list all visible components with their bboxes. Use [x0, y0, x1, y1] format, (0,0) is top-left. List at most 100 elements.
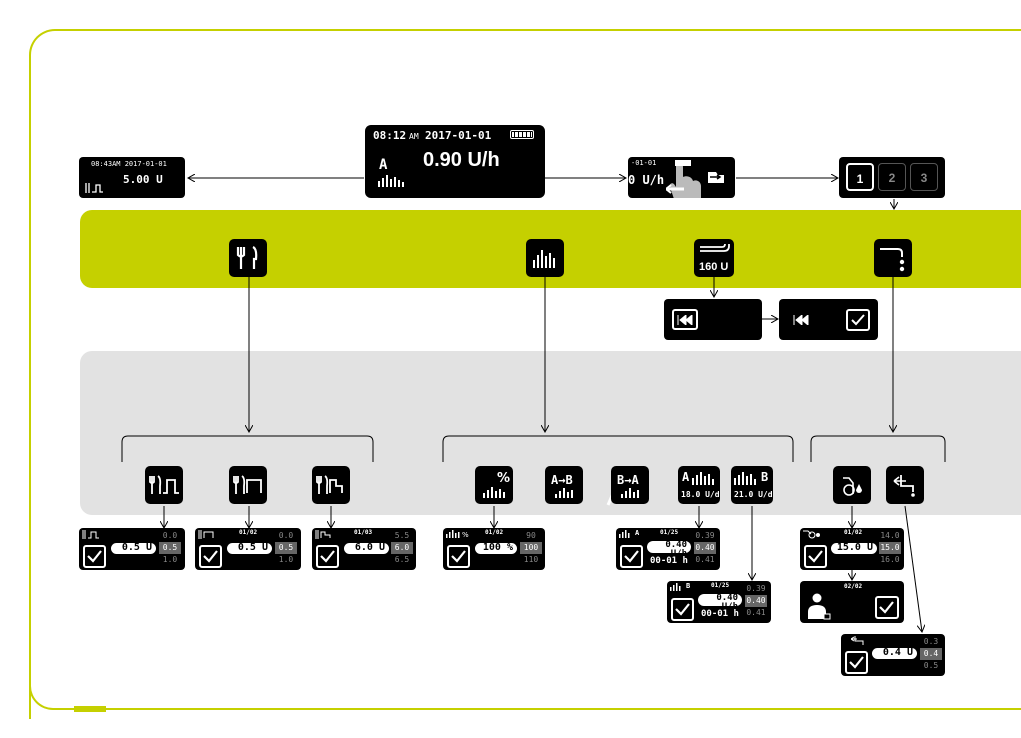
fill-cannula-icon[interactable] — [833, 466, 871, 504]
temp-basal-icon[interactable]: % — [475, 466, 513, 504]
basal-a-screen-profile: A — [635, 529, 640, 537]
option-selected[interactable]: 15.0 — [879, 542, 901, 554]
basal-a-profile-icon[interactable]: A 18.0 U/d — [678, 466, 720, 504]
finger-swipe-icon — [666, 162, 701, 198]
key-2[interactable]: 2 — [878, 163, 906, 191]
option-selected[interactable]: 6.0 — [391, 542, 413, 554]
extended-bolus-screen: 01/02 0.5 U 0.0 0.5 1.0 — [195, 528, 301, 570]
option-selected[interactable]: 0.40 — [694, 542, 716, 554]
option[interactable]: 0.0 — [162, 531, 178, 540]
key-3[interactable]: 3 — [910, 163, 938, 191]
basal-a-mini-icon — [619, 530, 630, 538]
standard-bolus-icon[interactable] — [145, 466, 183, 504]
extended-bolus-options[interactable]: 0.0 0.5 1.0 — [275, 530, 297, 566]
rewind-icon-2 — [793, 315, 809, 325]
bolus-menu-icon[interactable] — [229, 239, 267, 277]
basal-a-rate[interactable]: 0.40 U/h — [647, 541, 691, 559]
fill-cannula-confirm[interactable] — [804, 545, 827, 568]
multiwave-bolus-icon[interactable] — [312, 466, 350, 504]
temp-basal-options[interactable]: 90 100 110 — [520, 530, 542, 566]
bolus-status-screen: 08:43AM 2017-01-01 5.00 U — [79, 157, 185, 198]
basal-b-mini-icon — [670, 583, 681, 591]
temp-basal-confirm[interactable] — [447, 545, 470, 568]
a-to-b-label: A→B — [551, 473, 573, 487]
basal-a-range: 00-01 h — [650, 556, 688, 566]
basal-b-options[interactable]: 0.39 0.40 0.41 — [745, 583, 767, 619]
standard-bolus-mini-icon — [82, 530, 99, 539]
option-selected[interactable]: 0.5 — [159, 542, 181, 554]
option[interactable]: 0.41 — [746, 608, 766, 617]
temp-basal-value[interactable]: 100 % — [475, 543, 517, 554]
basal-menu-icon[interactable] — [526, 239, 564, 277]
standard-bolus-confirm[interactable] — [83, 545, 106, 568]
multiwave-bolus-confirm[interactable] — [316, 545, 339, 568]
basal-b-confirm[interactable] — [671, 598, 694, 621]
option[interactable]: 1.0 — [278, 555, 294, 564]
battery-icon — [510, 130, 534, 139]
b-to-a-label: B→A — [617, 473, 639, 487]
fill-cannula-mini-icon — [803, 530, 820, 539]
lock-screen: -01-01 0 U/h — [628, 157, 735, 198]
multiwave-bolus-options[interactable]: 5.5 6.0 6.5 — [391, 530, 413, 566]
prime-options[interactable]: 0.3 0.4 0.5 — [920, 636, 942, 672]
fill-cannula-value[interactable]: 15.0 U — [831, 543, 877, 554]
basal-a-step: 01/25 — [660, 529, 679, 536]
option[interactable]: 5.5 — [394, 531, 410, 540]
option[interactable]: 14.0 — [880, 531, 900, 540]
reservoir-menu-icon[interactable]: 160 U — [694, 239, 734, 277]
fill-menu-icon[interactable] — [874, 239, 912, 277]
basal-b-rate[interactable]: 0.40 U/h — [698, 594, 742, 612]
lock-rate: 0 U/h — [628, 173, 665, 187]
bolus-status-value: 5.00 U — [123, 173, 163, 186]
basal-a-screen: A 01/25 0.40 U/h 00-01 h 0.39 0.40 0.41 — [616, 528, 720, 570]
rewind-button-frame[interactable] — [672, 309, 698, 330]
option[interactable]: 0.39 — [695, 531, 715, 540]
person-infusion-icon — [808, 593, 831, 620]
multiwave-bolus-step: 01/03 — [354, 529, 373, 536]
rewind-confirm-button[interactable] — [846, 309, 870, 331]
switch-a-to-b-icon[interactable]: A→B — [545, 466, 583, 504]
multiwave-bolus-value[interactable]: 6.0 U — [344, 543, 389, 554]
option[interactable]: 0.0 — [278, 531, 294, 540]
basal-b-range: 00-01 h — [701, 609, 739, 619]
option-selected[interactable]: 0.40 — [745, 595, 767, 607]
basal-a-confirm[interactable] — [620, 545, 643, 568]
option-selected[interactable]: 100 — [520, 542, 542, 554]
switch-b-to-a-icon[interactable]: B→A — [611, 466, 649, 504]
standard-bolus-screen: 0.5 U 0.0 0.5 1.0 — [79, 528, 185, 570]
prime-mini-icon — [851, 636, 864, 645]
option[interactable]: 0.41 — [695, 555, 715, 564]
prime-icon[interactable] — [886, 466, 924, 504]
standard-bolus-value[interactable]: 0.5 U — [111, 543, 156, 554]
standard-bolus-options[interactable]: 0.0 0.5 1.0 — [159, 530, 181, 566]
lock-header: -01-01 — [631, 159, 657, 167]
option[interactable]: 90 — [526, 531, 536, 540]
option[interactable]: 0.3 — [923, 637, 939, 646]
basal-b-total: 21.0 U/d — [734, 490, 773, 499]
option-selected[interactable]: 0.4 — [920, 648, 942, 660]
option[interactable]: 6.5 — [394, 555, 410, 564]
rewind-screen — [664, 299, 762, 340]
option-selected[interactable]: 0.5 — [275, 542, 297, 554]
prime-confirm[interactable] — [845, 651, 868, 674]
fill-cannula-options[interactable]: 14.0 15.0 16.0 — [879, 530, 901, 566]
basal-b-profile-icon[interactable]: B 21.0 U/d — [731, 466, 773, 504]
extended-bolus-value[interactable]: 0.5 U — [227, 543, 272, 554]
option[interactable]: 110 — [523, 555, 539, 564]
fill-confirm-screen: 02/02 — [800, 581, 904, 623]
option[interactable]: 16.0 — [880, 555, 900, 564]
extended-bolus-confirm[interactable] — [199, 545, 222, 568]
fill-confirm-button[interactable] — [875, 596, 899, 619]
option[interactable]: 0.39 — [746, 584, 766, 593]
option[interactable]: 1.0 — [162, 555, 178, 564]
extended-bolus-mini-icon — [198, 530, 214, 539]
extended-bolus-icon[interactable] — [229, 466, 267, 504]
bolus-status-header: 08:43AM 2017-01-01 — [91, 160, 167, 168]
prime-value[interactable]: 0.4 U — [872, 648, 917, 659]
basal-a-options[interactable]: 0.39 0.40 0.41 — [694, 530, 716, 566]
keypad-screen: 1 2 3 — [839, 157, 945, 198]
home-date: 2017-01-01 — [425, 129, 492, 142]
basal-b-letter: B — [761, 470, 769, 484]
option[interactable]: 0.5 — [923, 661, 939, 670]
key-1[interactable]: 1 — [846, 163, 874, 191]
